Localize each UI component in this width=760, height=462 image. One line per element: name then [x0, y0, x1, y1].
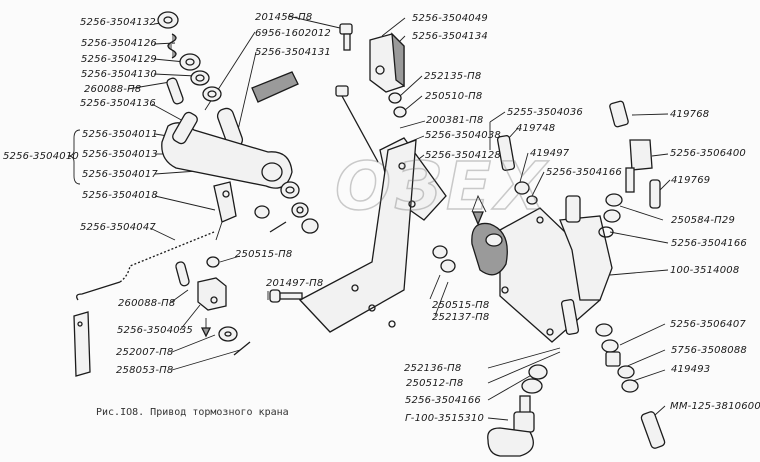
part-label: 250515-П8: [235, 249, 293, 260]
part-label: 250512-П8: [406, 378, 464, 389]
leader-lines: [67, 15, 671, 421]
part-label: 5256-3504049: [412, 13, 488, 24]
part-label: 250510-П8: [425, 91, 483, 102]
part-washer-small: [206, 256, 238, 342]
part-pin: [166, 77, 184, 105]
part-label: 201458-П8: [255, 12, 313, 23]
part-bolt-201458: [339, 23, 353, 51]
part-fitting-419769: [649, 179, 661, 209]
part-label: 5256-3504134: [412, 31, 488, 42]
part-nuts-mid: [432, 181, 538, 273]
part-label: 252135-П8: [424, 71, 482, 82]
part-label: 201497-П8: [266, 278, 324, 289]
part-brake-valve: [471, 194, 613, 343]
part-label: 5256-3504129: [81, 54, 157, 65]
part-label: 5256-3504035: [117, 325, 193, 336]
part-label: 250584-П29: [671, 215, 736, 226]
part-mount-bracket: [298, 137, 447, 333]
part-label: ММ-125-3810600: [670, 401, 760, 412]
part-sensor-mm125: [640, 411, 666, 449]
part-label: 5256-3504047: [80, 222, 156, 233]
part-label: 252137-П8: [432, 312, 490, 323]
part-bottom-fitting: [487, 364, 548, 457]
part-fitting-419748: [496, 135, 516, 171]
part-label: 419769: [671, 175, 711, 186]
part-label: 5756-3508088: [671, 345, 747, 356]
part-label: 5256-3504136: [80, 98, 156, 109]
figure-caption: Рис.IO8. Привод тормозного крана: [96, 407, 289, 418]
part-label: 260088-П8: [84, 84, 142, 95]
part-label: 100-3514008: [670, 265, 740, 276]
part-label: 200381-П8: [426, 115, 484, 126]
part-clevis: [213, 181, 237, 241]
part-cap-5256-3506400: [625, 139, 653, 193]
part-label: 5256-3506400: [670, 148, 746, 159]
part-label: 258053-П8: [116, 365, 174, 376]
part-washer-stack: [157, 11, 222, 102]
part-label: Г-100-3515310: [405, 413, 485, 424]
part-lever-arm: [161, 111, 319, 234]
part-block: [197, 277, 227, 338]
part-label: 419493: [671, 364, 711, 375]
part-label: 419768: [670, 109, 710, 120]
part-spring: [76, 231, 215, 301]
part-label: 5256-3504017: [82, 169, 158, 180]
watermark: ОЗЕХ: [334, 147, 550, 226]
group-label: 5256-3504010: [3, 151, 79, 162]
part-long-bolt: [335, 85, 379, 163]
part-cotter-pin: [233, 221, 287, 356]
part-label: 250515-П8: [432, 300, 490, 311]
part-label: 5256-3504128: [425, 150, 501, 161]
part-label: 252007-П8: [116, 347, 174, 358]
part-link-plate: [73, 311, 91, 377]
part-bolt-201497: [269, 289, 303, 303]
part-label: 5256-3506407: [670, 319, 746, 330]
part-label: 5256-3504130: [81, 69, 157, 80]
part-label: 252136-П8: [404, 363, 462, 374]
part-pad: [251, 71, 299, 103]
part-label: 5256-3504011: [82, 129, 158, 140]
part-label: 5256-3504166: [546, 167, 622, 178]
part-label: 5256-3504013: [82, 149, 158, 160]
part-pin-2: [175, 261, 190, 287]
part-label: 5256-3504166: [671, 238, 747, 249]
part-label: 419497: [530, 148, 570, 159]
part-label: 419748: [516, 123, 556, 134]
part-nuts-right: [595, 193, 639, 393]
part-fitting-419768: [609, 100, 629, 128]
part-label: 6956-1602012: [255, 28, 331, 39]
part-label: 260088-П8: [118, 298, 176, 309]
part-label: 5256-3504132: [80, 17, 156, 28]
part-bracket-top: [369, 32, 405, 93]
part-label: 5256-3504038: [425, 130, 501, 141]
part-label: 5256-3504131: [255, 47, 331, 58]
part-label: 5256-3504126: [81, 38, 157, 49]
part-label: 5256-3504166: [405, 395, 481, 406]
part-label: 5255-3504036: [507, 107, 583, 118]
part-nuts-top: [388, 92, 407, 118]
part-label: 5256-3504018: [82, 190, 158, 201]
